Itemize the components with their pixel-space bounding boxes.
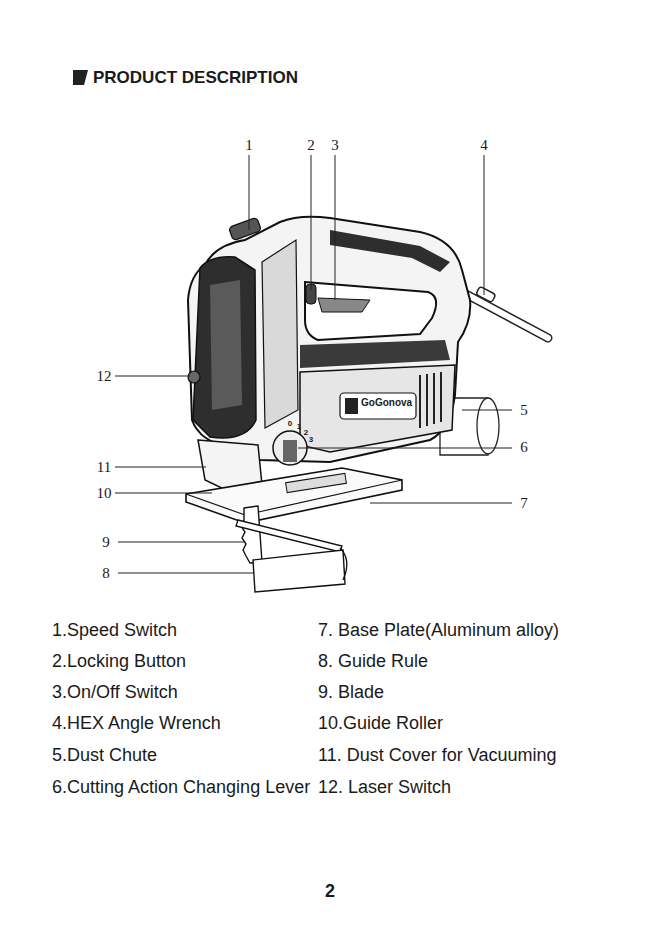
callout-number: 8: [102, 566, 110, 581]
callout-number: 9: [102, 535, 110, 550]
laser-switch: [188, 371, 200, 383]
part-name: 1.Speed Switch: [52, 621, 177, 639]
callout-number: 12: [97, 369, 112, 384]
part-name: 11. Dust Cover for Vacuuming: [318, 746, 556, 764]
part-name: 5.Dust Chute: [52, 746, 157, 764]
top-stripe: [330, 230, 450, 272]
brand-logo: [345, 398, 358, 414]
callout-number: 6: [520, 440, 528, 455]
motor-housing: [300, 365, 455, 452]
part-name: 2.Locking Button: [52, 652, 186, 670]
leader-lines: [115, 155, 512, 573]
title-icon: [73, 70, 88, 85]
guide-rule-loop: [340, 548, 347, 580]
callout-number: 5: [520, 403, 528, 418]
base-plate: [186, 468, 402, 523]
callout-number: 2: [307, 138, 315, 153]
page-number: 2: [325, 882, 335, 900]
part-name: 9. Blade: [318, 683, 384, 701]
part-name: 4.HEX Angle Wrench: [52, 714, 221, 732]
callout-number: 11: [97, 460, 111, 475]
dust-chute-opening: [477, 398, 499, 454]
action-lever: [283, 440, 297, 462]
dial-mark: 2: [304, 429, 308, 437]
brand-badge: [340, 393, 416, 419]
blade: [241, 506, 262, 563]
front-panel-inset: [210, 280, 242, 410]
side-panel: [262, 240, 298, 428]
part-name: 8. Guide Rule: [318, 652, 428, 670]
dial-mark: 3: [309, 436, 313, 444]
callout-number: 4: [480, 138, 488, 153]
guide-rule-bar: [236, 520, 342, 552]
part-name: 12. Laser Switch: [318, 778, 451, 796]
handle-opening: [305, 282, 436, 340]
callout-number: 7: [520, 496, 528, 511]
part-name: 10.Guide Roller: [318, 714, 443, 732]
hex-wrench: [476, 286, 496, 302]
tool-body: [188, 217, 470, 462]
section-title: PRODUCT DESCRIPTION: [93, 69, 298, 86]
grip-band: [300, 340, 450, 368]
trigger: [318, 298, 370, 312]
callout-number: 10: [97, 486, 112, 501]
vents: [420, 372, 441, 428]
part-name: 6.Cutting Action Changing Lever: [52, 778, 310, 796]
speed-switch: [229, 217, 262, 240]
power-cord: [462, 292, 548, 338]
power-cord: [462, 292, 548, 338]
dial-mark: 0: [288, 420, 292, 428]
part-name: 3.On/Off Switch: [52, 683, 178, 701]
dial-mark: 1: [297, 423, 301, 431]
guide-rule-fence: [253, 550, 345, 592]
callout-number: 1: [245, 138, 253, 153]
callout-number: 3: [331, 138, 339, 153]
brand-name: GoGonova: [361, 398, 412, 408]
part-name: 7. Base Plate(Aluminum alloy): [318, 621, 559, 639]
base-slot: [286, 473, 347, 492]
front-panel: [193, 257, 256, 438]
